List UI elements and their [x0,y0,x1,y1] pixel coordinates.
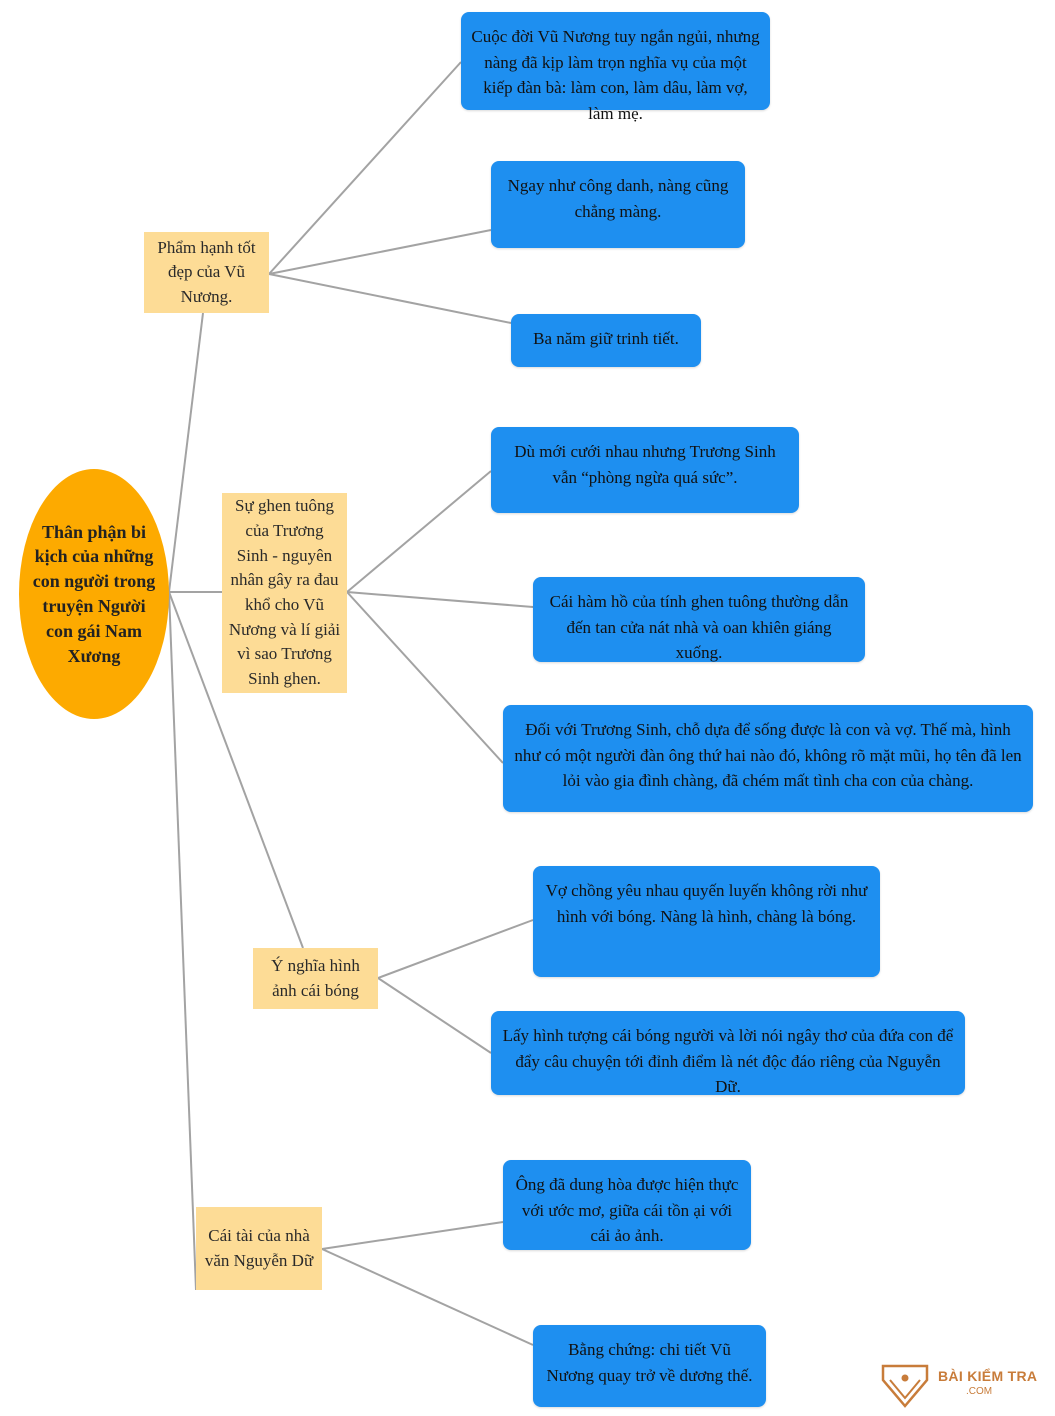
connector-b3-l1 [377,919,534,979]
leaf-node: Ngay như công danh, nàng cũng chẳng màng… [491,161,745,248]
connector-b2-l1 [346,470,492,593]
connector-b2-l3 [346,591,504,764]
connector-b4-l1 [321,1221,504,1250]
connector-root-b4 [168,591,197,1291]
leaf-node: Ông đã dung hòa được hiện thực với ước m… [503,1160,751,1250]
leaf-node-label: Dù mới cưới nhau nhưng Trương Sinh vẫn “… [514,442,776,487]
leaf-node: Lấy hình tượng cái bóng người và lời nói… [491,1011,965,1096]
leaf-node-label: Bằng chứng: chi tiết Vũ Nương quay trở v… [546,1340,753,1385]
watermark-sub: .COM [966,1386,993,1397]
branch-node-cai-tai: Cái tài của nhà văn Nguyễn Dữ [196,1207,322,1290]
branch-node-label: Cái tài của nhà văn Nguyễn Dữ [204,1225,314,1270]
connector-b4-l2 [321,1248,534,1346]
leaf-node: Bằng chứng: chi tiết Vũ Nương quay trở v… [533,1325,766,1407]
leaf-node-label: Ngay như công danh, nàng cũng chẳng màng… [507,176,729,221]
leaf-node-label: Ông đã dung hòa được hiện thực với ước m… [515,1175,739,1245]
leaf-node-label: Lấy hình tượng cái bóng người và lời nói… [502,1026,954,1096]
branch-node-label: Ý nghĩa hình ảnh cái bóng [271,955,360,1000]
connector-b3-l2 [377,977,492,1054]
leaf-node: Cái hàm hồ của tính ghen tuông thường dẫ… [533,577,865,662]
branch-node-label: Sự ghen tuông của Trương Sinh - nguyên n… [228,496,341,688]
root-node: Thân phận bi kịch của những con người tr… [19,469,169,719]
leaf-node: Cuộc đời Vũ Nương tuy ngắn ngủi, nhưng n… [461,12,770,123]
leaf-node-label: Vợ chồng yêu nhau quyến luyến không rời … [545,881,868,926]
connector-b2-l2 [346,591,534,608]
branch-node-label: Phẩm hạnh tốt đẹp của Vũ Nương. [157,237,256,306]
leaf-node-label: Ba năm giữ trinh tiết. [533,329,679,348]
branch-node-ghen-tuong: Sự ghen tuông của Trương Sinh - nguyên n… [222,493,347,693]
leaf-node: Đối với Trương Sinh, chỗ dựa để sống đượ… [503,705,1033,812]
connector-b1-l2 [268,229,492,275]
leaf-node-label: Cái hàm hồ của tính ghen tuông thường dẫ… [549,592,849,662]
watermark-title: BÀI KIỂM TRA [938,1368,1038,1384]
watermark-logo: BÀI KIỂM TRA .COM [880,1364,1040,1408]
leaf-node: Vợ chồng yêu nhau quyến luyến không rời … [533,866,880,977]
connector-root-b1 [168,312,204,593]
branch-node-pham-hanh: Phẩm hạnh tốt đẹp của Vũ Nương. [144,232,269,313]
leaf-node-label: Cuộc đời Vũ Nương tuy ngắn ngủi, nhưng n… [471,27,760,123]
shield-logo-icon [881,1364,929,1408]
connector-b1-l3 [268,273,512,324]
connector-b1-l1 [268,61,462,275]
root-node-label: Thân phận bi kịch của những con người tr… [32,521,156,666]
leaf-node: Dù mới cưới nhau nhưng Trương Sinh vẫn “… [491,427,799,513]
branch-node-cai-bong: Ý nghĩa hình ảnh cái bóng [253,948,378,1009]
leaf-node-label: Đối với Trương Sinh, chỗ dựa để sống đượ… [514,720,1022,790]
leaf-node: Ba năm giữ trinh tiết. [511,314,701,367]
